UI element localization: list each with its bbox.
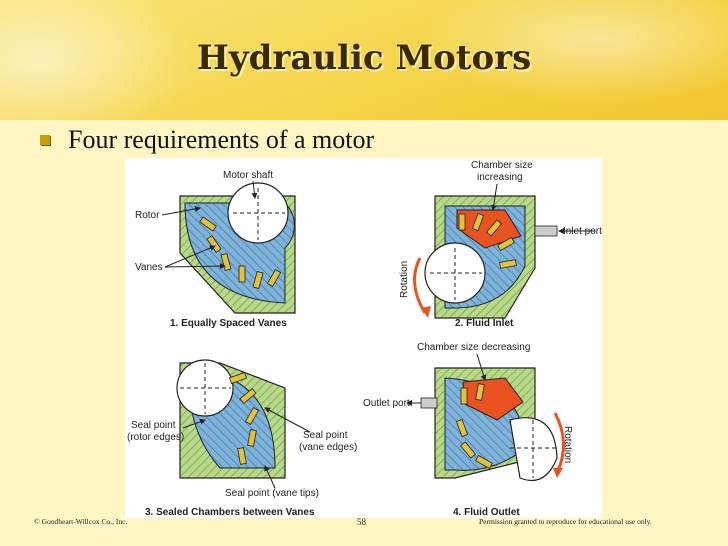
label-seal-vane-edges: Seal point(vane edges)	[299, 430, 357, 453]
label-rotor: Rotor	[135, 210, 160, 221]
bullet-square-icon	[40, 135, 50, 145]
label-motor-shaft: Motor shaft	[223, 170, 273, 181]
vanes-3	[228, 371, 260, 465]
footer-copyright: © Goodheart-Willcox Co., Inc.	[34, 517, 128, 526]
caption-3: 3. Sealed Chambers between Vanes	[145, 507, 315, 518]
label-seal-rotor: Seal point(rotor edges)	[127, 420, 184, 443]
caption-4: 4. Fluid Outlet	[453, 507, 520, 518]
rotation-arrow-2	[553, 412, 566, 474]
bullet-item: Four requirements of a motor	[40, 125, 374, 155]
footer-page-number: 58	[357, 517, 366, 527]
panel-3-sealed-chambers: Seal point(rotor edges) Seal point(vane …	[127, 359, 357, 518]
label-vanes: Vanes	[135, 262, 163, 273]
label-inlet-port: Inlet port	[563, 226, 602, 237]
panel-1-equally-spaced-vanes: Motor shaft Rotor Vanes 1. Equally Space…	[135, 170, 296, 329]
motor-diagram-figure: Motor shaft Rotor Vanes 1. Equally Space…	[125, 158, 602, 518]
footer-permission: Permission granted to reproduce for educ…	[479, 517, 652, 526]
label-chamber-decreasing: Chamber size decreasing	[417, 342, 530, 353]
vanes-4	[455, 383, 493, 470]
rotation-arrow-1	[413, 257, 427, 314]
caption-2: 2. Fluid Inlet	[455, 318, 514, 329]
inlet-port-fitting	[534, 225, 558, 237]
label-seal-vane-tips: Seal point (vane tips)	[225, 488, 319, 499]
motor-diagram-svg: Motor shaft Rotor Vanes 1. Equally Space…	[127, 160, 602, 518]
panel-4-fluid-outlet: Outlet port Chamber size decreasing Rota…	[363, 342, 573, 518]
label-outlet-port: Outlet port	[363, 398, 410, 409]
vanes-1	[199, 216, 282, 289]
caption-1: 1. Equally Spaced Vanes	[170, 318, 287, 329]
bullet-text: Four requirements of a motor	[68, 125, 375, 154]
outlet-port-fitting	[420, 397, 438, 409]
slide-title: Hydraulic Motors	[196, 38, 532, 78]
label-rotation-1: Rotation	[399, 261, 410, 298]
vanes-2	[458, 212, 517, 269]
label-rotation-2: Rotation	[562, 426, 573, 463]
